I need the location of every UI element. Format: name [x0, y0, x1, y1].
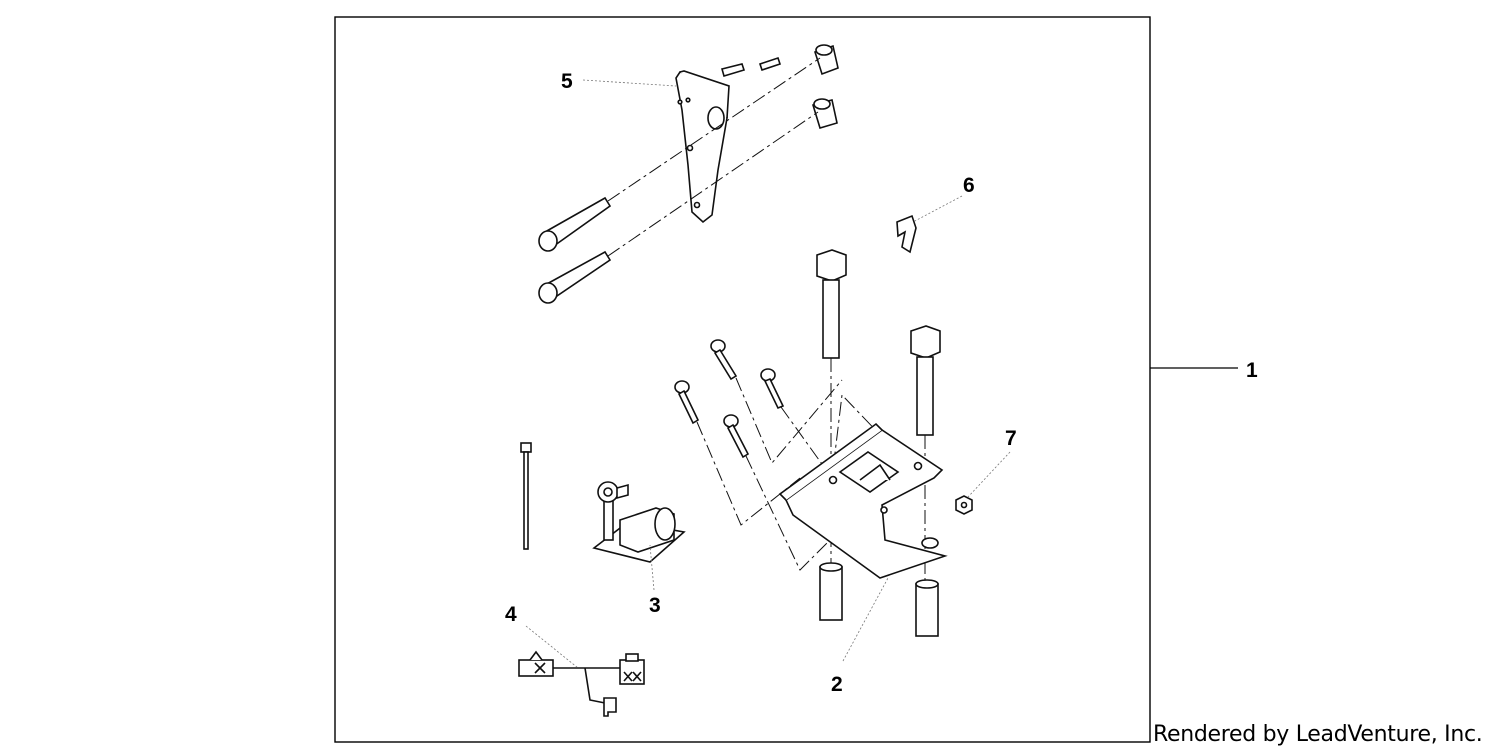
part-5-mounting-plate-assembly: [538, 44, 839, 304]
callout-5: 5: [561, 70, 573, 93]
callout-1: 1: [1246, 359, 1258, 382]
callout-2: 2: [831, 673, 843, 696]
part-4-wire-harness: [518, 650, 645, 717]
part-6-clip: [896, 214, 917, 254]
callout-3: 3: [649, 594, 661, 617]
screw-set: [674, 339, 785, 459]
part-3-switch: [592, 481, 686, 563]
render-credit: Rendered by LeadVenture, Inc.: [1153, 722, 1483, 747]
hex-bolt-left: [816, 249, 847, 359]
callout-6-leader: [912, 195, 963, 223]
callout-4-leader: [525, 625, 579, 669]
part-2-bracket: [778, 422, 948, 637]
callout-4: 4: [505, 603, 517, 626]
diagram-frame: [334, 16, 1151, 743]
callout-5-leader: [582, 79, 677, 87]
callout-7-leader: [967, 451, 1011, 498]
callout-2-leader: [842, 577, 889, 662]
part-7-nut: [955, 495, 973, 515]
callout-3-leader: [649, 544, 655, 591]
callout-7: 7: [1005, 427, 1017, 450]
hex-bolt-right: [910, 325, 941, 436]
callout-6: 6: [963, 174, 975, 197]
cable-tie: [520, 442, 532, 550]
